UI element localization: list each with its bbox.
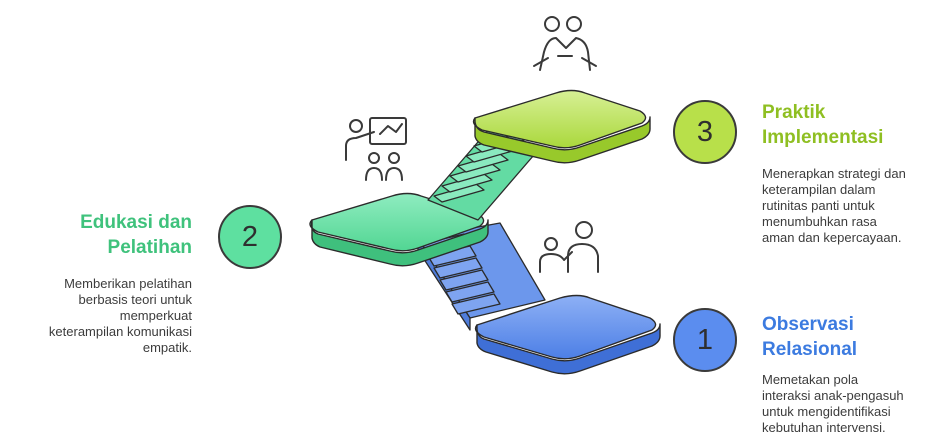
- step-2-title: Edukasi dan Pelatihan: [80, 210, 192, 260]
- step-3-number: 3: [697, 116, 713, 149]
- step-1-number-badge: 1: [673, 308, 737, 372]
- caregiver-child-icon: [540, 222, 598, 272]
- step-1-title: Observasi Relasional: [762, 312, 857, 362]
- presentation-icon: [346, 118, 406, 180]
- people-together-icon: [534, 17, 596, 70]
- step-1-description: Memetakan pola interaksi anak-pengasuh u…: [762, 372, 904, 436]
- step-2-number-badge: 2: [218, 205, 282, 269]
- step-3-number-badge: 3: [673, 100, 737, 164]
- step-3-description: Menerapkan strategi dan keterampilan dal…: [762, 166, 906, 246]
- step-2-description: Memberikan pelatihan berbasis teori untu…: [49, 276, 192, 356]
- step-3-title: Praktik Implementasi: [762, 100, 883, 150]
- step-2-number: 2: [242, 221, 258, 254]
- step-1-number: 1: [697, 324, 713, 357]
